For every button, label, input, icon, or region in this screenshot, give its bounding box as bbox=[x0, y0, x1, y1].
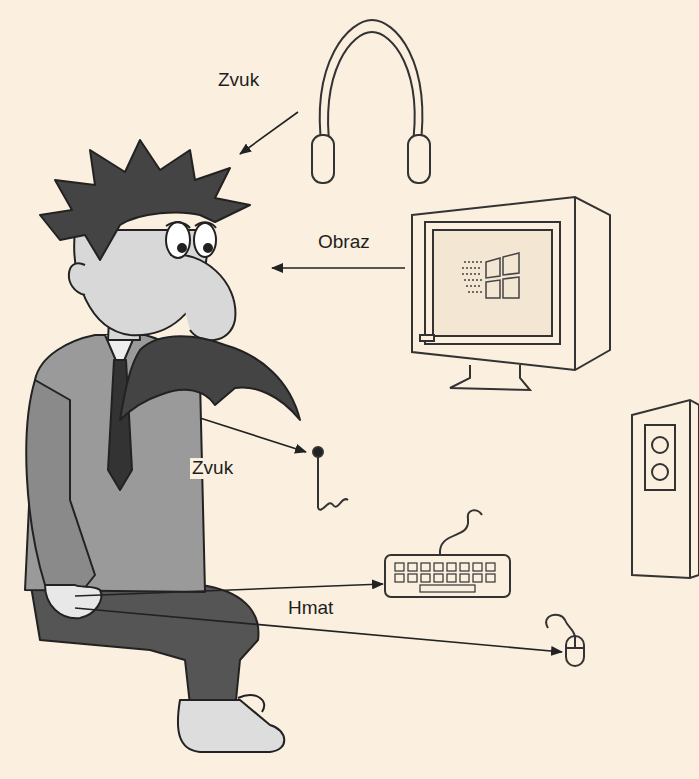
monitor bbox=[412, 197, 610, 390]
touch-arrow bbox=[75, 584, 383, 596]
sound-arrow bbox=[240, 112, 298, 154]
microphone bbox=[313, 447, 348, 510]
headphones bbox=[312, 20, 430, 183]
text-label: Hmat bbox=[286, 598, 335, 619]
sound-arrow bbox=[200, 418, 306, 452]
image-arrow bbox=[272, 267, 405, 269]
keyboard bbox=[385, 510, 510, 597]
speaker bbox=[632, 400, 699, 578]
text-label: Zvuk bbox=[190, 458, 235, 479]
mouse bbox=[546, 615, 584, 666]
text-label: Zvuk bbox=[216, 70, 261, 91]
windows-logo bbox=[462, 253, 519, 298]
text-label: Obraz bbox=[316, 232, 372, 253]
arrows bbox=[75, 112, 562, 652]
man-figure bbox=[25, 140, 300, 752]
